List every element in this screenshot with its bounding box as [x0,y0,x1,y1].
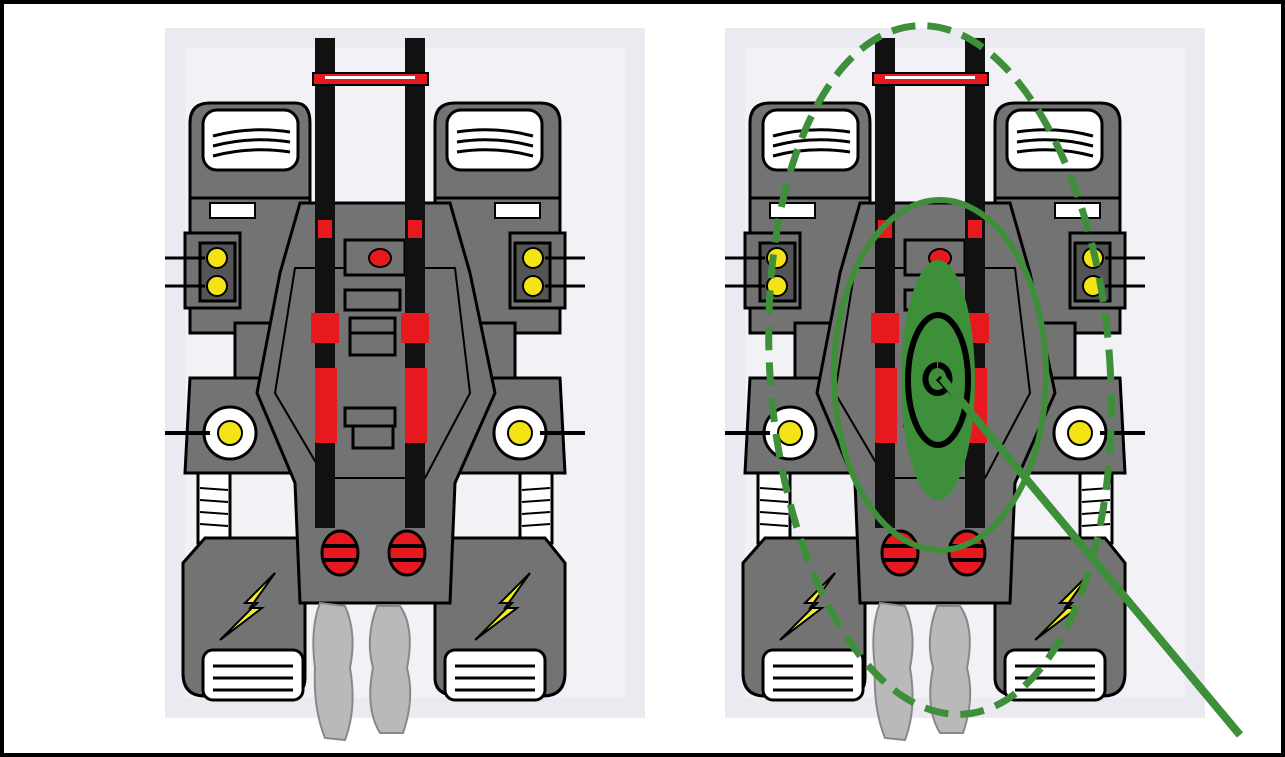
green-overlay [765,22,1244,738]
pointer-line-icon [938,375,1244,738]
inner-black-ring [905,312,971,448]
vehicle-top-view [163,26,647,742]
left-panel [163,26,647,742]
middle-ring [831,197,1049,553]
dashed-outer-ring [765,22,1115,718]
